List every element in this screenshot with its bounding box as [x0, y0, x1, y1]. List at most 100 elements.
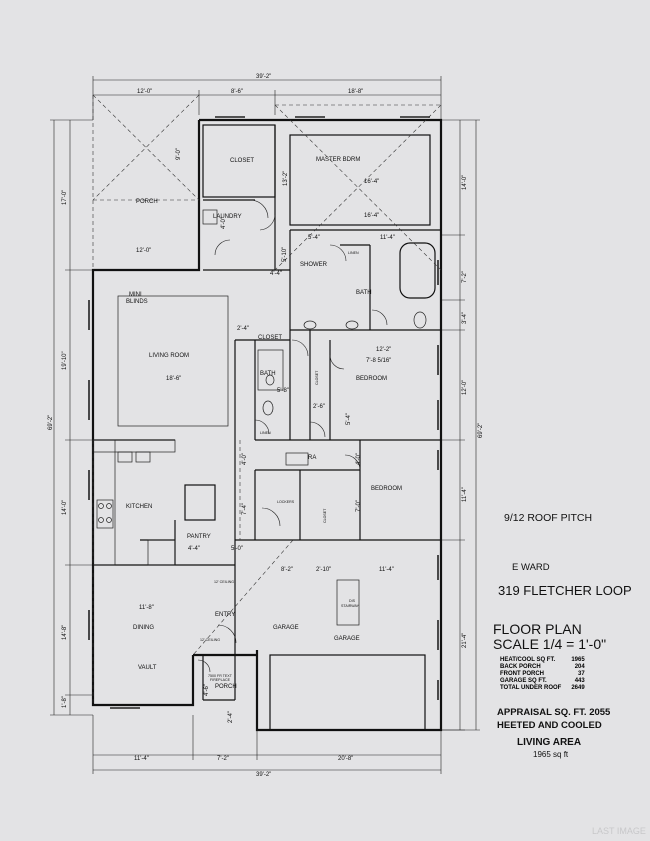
plan-title: FLOOR PLAN — [493, 621, 582, 637]
sqft-value: 37 — [578, 671, 585, 677]
room-label-fireplace-text: 7500 FR TEXT — [208, 674, 233, 678]
dim-bath-width: 11'-4" — [380, 235, 395, 241]
sqft-value: 443 — [574, 678, 585, 684]
room-label-garage-2: GARAGE — [334, 636, 360, 642]
dim-closet-height: 13'-2" — [283, 171, 289, 186]
room-label-living-room: LIVING ROOM — [149, 353, 189, 359]
room-label-kitchen: KITCHEN — [126, 504, 152, 510]
room-label-vault: VAULT — [138, 665, 157, 671]
dimension-labels: 39'-2" 12'-0" 8'-6" 18'-8" 12'-0" 9'-0" … — [48, 74, 484, 778]
interior-walls — [93, 124, 441, 731]
dim-closet-depth: 2'-6" — [313, 404, 325, 410]
room-label-closet-vertical-2: CLOSET — [323, 508, 327, 523]
door-swings — [197, 199, 388, 673]
room-label-ceiling-2: 12' CEILING — [200, 638, 220, 642]
dim-bottom-left: 11'-4" — [134, 756, 149, 762]
appraisal-sqft: APPRAISAL SQ. FT. 2055 — [497, 707, 611, 718]
dim-garage-top-2: 2'-10" — [316, 567, 331, 573]
dim-right-6: 21'-4" — [462, 633, 468, 648]
dim-top-total: 39'-2" — [256, 74, 271, 80]
room-label-stairway: STAIRWAY — [341, 604, 360, 608]
dim-bottom-total: 39'-2" — [256, 772, 271, 778]
watermark: LAST IMAGE — [592, 826, 646, 836]
dim-bed1-height: 5'-4" — [346, 413, 352, 425]
sqft-label: BACK PORCH — [500, 664, 541, 670]
room-label-linen: LINEN — [348, 251, 359, 255]
dim-hall-height: 4'-4" — [270, 271, 282, 277]
room-label-garage: GARAGE — [273, 625, 299, 631]
room-label-bedroom: BEDROOM — [356, 376, 387, 382]
owner-name: E WARD — [512, 562, 550, 573]
dim-mbr-width-2: 16'-4" — [364, 213, 379, 219]
dim-front-height: 2'-4" — [228, 711, 234, 723]
roof-pitch: 9/12 ROOF PITCH — [504, 512, 593, 524]
room-label-front-porch: PORCH — [215, 684, 237, 690]
dim-right-total: 69'-2" — [478, 423, 484, 438]
dim-mbr-width-1: 16'-4" — [364, 179, 379, 185]
dim-top-left: 12'-0" — [137, 89, 152, 95]
sqft-value: 2649 — [571, 685, 585, 691]
dim-right-3: 3'-4" — [462, 312, 468, 324]
sqft-label: GARAGE SQ FT. — [500, 678, 547, 684]
sqft-label: HEAT/COOL SQ FT. — [500, 657, 556, 663]
room-label-dis: DIS — [349, 599, 356, 603]
dim-bottom-right: 20'-8" — [338, 756, 353, 762]
dim-bed2-height: 7'-0" — [356, 500, 362, 512]
sqft-label: FRONT PORCH — [500, 671, 544, 677]
dim-porch-width: 12'-0" — [136, 248, 151, 254]
dim-left-total: 69'-2" — [48, 415, 54, 430]
room-label-bath-hall: BATH — [260, 371, 276, 377]
dim-right-4: 12'-0" — [462, 380, 468, 395]
room-label-lockers: LOCKERS — [277, 500, 295, 504]
dim-right-2: 7'-2" — [462, 271, 468, 283]
dim-bath-height: 5'-8" — [277, 388, 289, 394]
table-row: BACK PORCH 204 — [500, 664, 585, 671]
heated-cooled-label: HEETED AND COOLED — [497, 720, 602, 731]
dim-porch-height: 9'-0" — [176, 148, 182, 160]
dim-garage-top-3: 11'-4" — [379, 567, 394, 573]
sqft-value: 204 — [574, 664, 585, 670]
room-label-shower: SHOWER — [300, 262, 328, 268]
room-label-blinds: BLINDS — [126, 299, 148, 305]
room-labels: PORCH CLOSET MASTER BDRM LAUNDRY SHOWER … — [126, 157, 402, 690]
dim-left-2: 19'-10" — [62, 351, 68, 370]
table-row: FRONT PORCH 37 — [500, 671, 585, 678]
dim-right-1: 14'-0" — [462, 175, 468, 190]
room-label-bedroom-2: BEDROOM — [371, 486, 402, 492]
dim-laundry-height: 5'-10" — [282, 247, 288, 262]
windows — [88, 116, 439, 709]
dim-top-mid: 8'-6" — [231, 89, 243, 95]
room-label-bath: BATH — [356, 290, 372, 296]
living-area-sqft: 1965 sq ft — [533, 750, 569, 759]
sqft-value: 1965 — [571, 657, 585, 663]
dim-entry-width: 5'-0" — [231, 546, 243, 552]
room-label-ceiling-1: 12' CEILING — [214, 580, 234, 584]
living-area-label: LIVING AREA — [517, 737, 582, 748]
dim-vault-height: 4'-6" — [204, 684, 210, 696]
room-label-dining: DINING — [133, 625, 154, 631]
dim-left-4: 14'-8" — [62, 625, 68, 640]
room-label-entry: ENTRY — [215, 612, 235, 618]
cabinetry — [92, 209, 427, 626]
room-label-porch: PORCH — [136, 199, 158, 205]
dim-bed1-width-2: 7'-8 5/16" — [366, 358, 391, 364]
dim-pantry-width: 4'-4" — [188, 546, 200, 552]
table-row: HEAT/COOL SQ FT. 1965 — [500, 657, 585, 664]
dim-hall-width: 5'-4" — [308, 235, 320, 241]
room-label-pantry: PANTRY — [187, 534, 211, 540]
room-label-closet-vertical: CLOSET — [315, 370, 319, 385]
room-label-linen-mid: LINEN — [260, 431, 271, 435]
dim-garage-top-1: 8'-2" — [281, 567, 293, 573]
dim-locker-height: 7'-4" — [242, 503, 248, 515]
dim-left-1: 17'-0" — [62, 190, 68, 205]
dim-left-5: 1'-8" — [62, 696, 68, 708]
dim-living-width: 18'-6" — [166, 376, 181, 382]
dim-top-right: 18'-8" — [348, 89, 363, 95]
room-label-fireplace: FIREPLACE — [210, 678, 231, 682]
dim-laundry-width: 4'-0" — [221, 217, 227, 229]
dimension-lines — [50, 76, 480, 774]
room-label-master-bdrm: MASTER BDRM — [316, 157, 360, 163]
roof-lines — [92, 94, 442, 705]
